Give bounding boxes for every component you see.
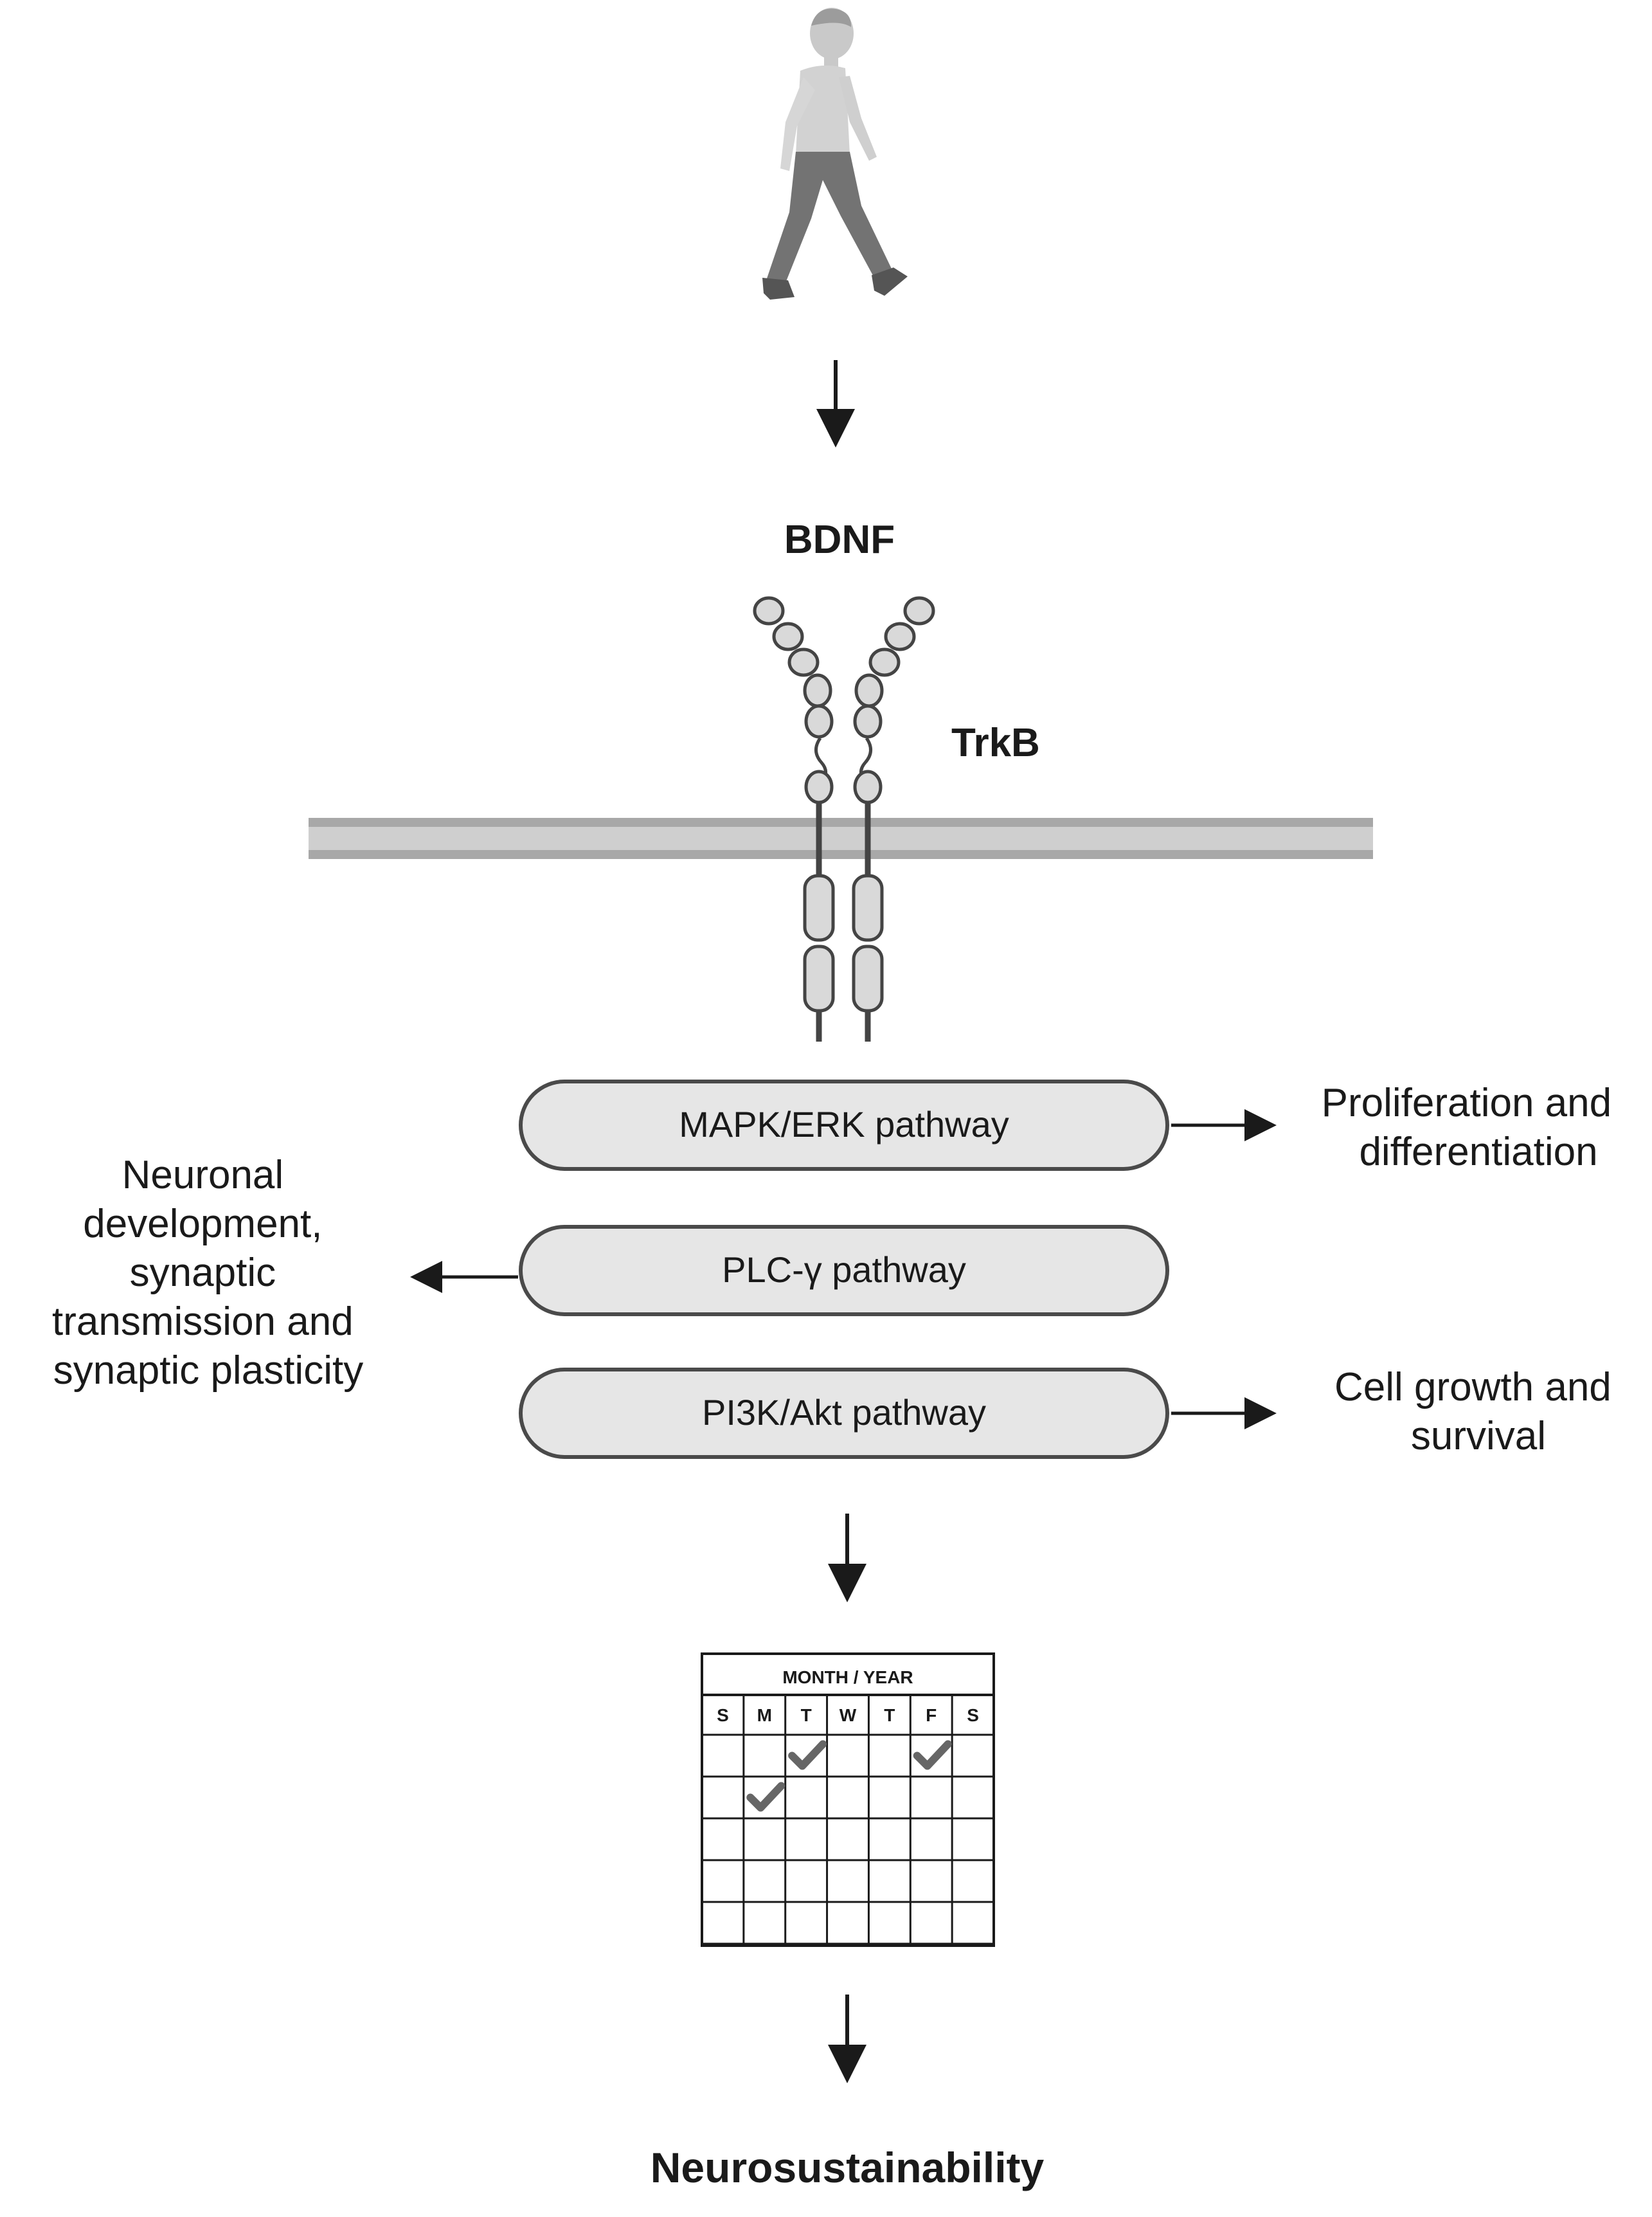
calendar-header: MONTH / YEAR <box>782 1667 913 1687</box>
outcome-cell-growth: Cell growth and survival <box>1334 1365 1622 1458</box>
outcome-neuronal: Neuronal development, synaptic transmiss… <box>52 1153 364 1393</box>
pathway-label: PI3K/Akt pathway <box>702 1392 986 1433</box>
calendar-icon: MONTH / YEAR S M T W T F S <box>701 1652 995 1947</box>
pathway-pi3k-akt: PI3K/Akt pathway <box>519 1368 1169 1459</box>
checkmark-icon <box>788 1740 827 1770</box>
neurosustainability-label: Neurosustainability <box>651 2144 1045 2191</box>
walking-person-icon <box>762 8 908 300</box>
pathway-mapk-erk: MAPK/ERK pathway <box>519 1080 1169 1171</box>
calendar-day-label: M <box>757 1705 772 1725</box>
calendar-day-label: S <box>967 1705 979 1725</box>
pathway-plc-gamma: PLC-γ pathway <box>519 1225 1169 1316</box>
calendar-day-label: T <box>801 1705 812 1725</box>
bdnf-label: BDNF <box>784 518 895 562</box>
calendar-day-label: S <box>717 1705 729 1725</box>
calendar-day-label: W <box>839 1705 857 1725</box>
trkb-receptor <box>753 596 935 1042</box>
trkb-label: TrkB <box>951 721 1040 765</box>
checkmark-icon <box>913 1740 952 1770</box>
pathway-label: PLC-γ pathway <box>722 1249 966 1290</box>
outcome-proliferation: Proliferation and differentiation <box>1322 1081 1623 1174</box>
checkmark-icon <box>746 1782 786 1812</box>
cell-membrane <box>309 818 1373 859</box>
calendar-day-label: F <box>926 1705 937 1725</box>
calendar-day-label: T <box>884 1705 895 1725</box>
pathway-label: MAPK/ERK pathway <box>679 1104 1009 1145</box>
